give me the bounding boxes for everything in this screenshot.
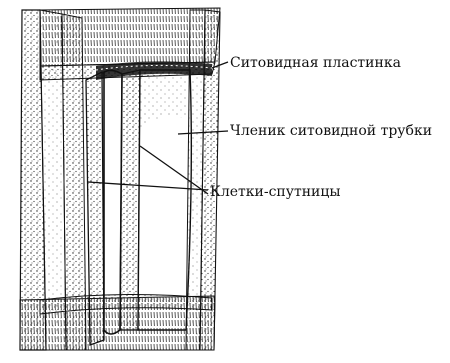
companion-cell-middle: [120, 70, 140, 330]
lower-hatched-walls: [20, 294, 215, 350]
label-sieve-plate: Ситовидная пластинка: [230, 55, 401, 71]
label-companion-cells: Клетки-спутницы: [210, 184, 341, 200]
label-sieve-tube-member: Членик ситовидной трубки: [230, 123, 432, 139]
sieve-tube-member-cell: [138, 70, 191, 330]
